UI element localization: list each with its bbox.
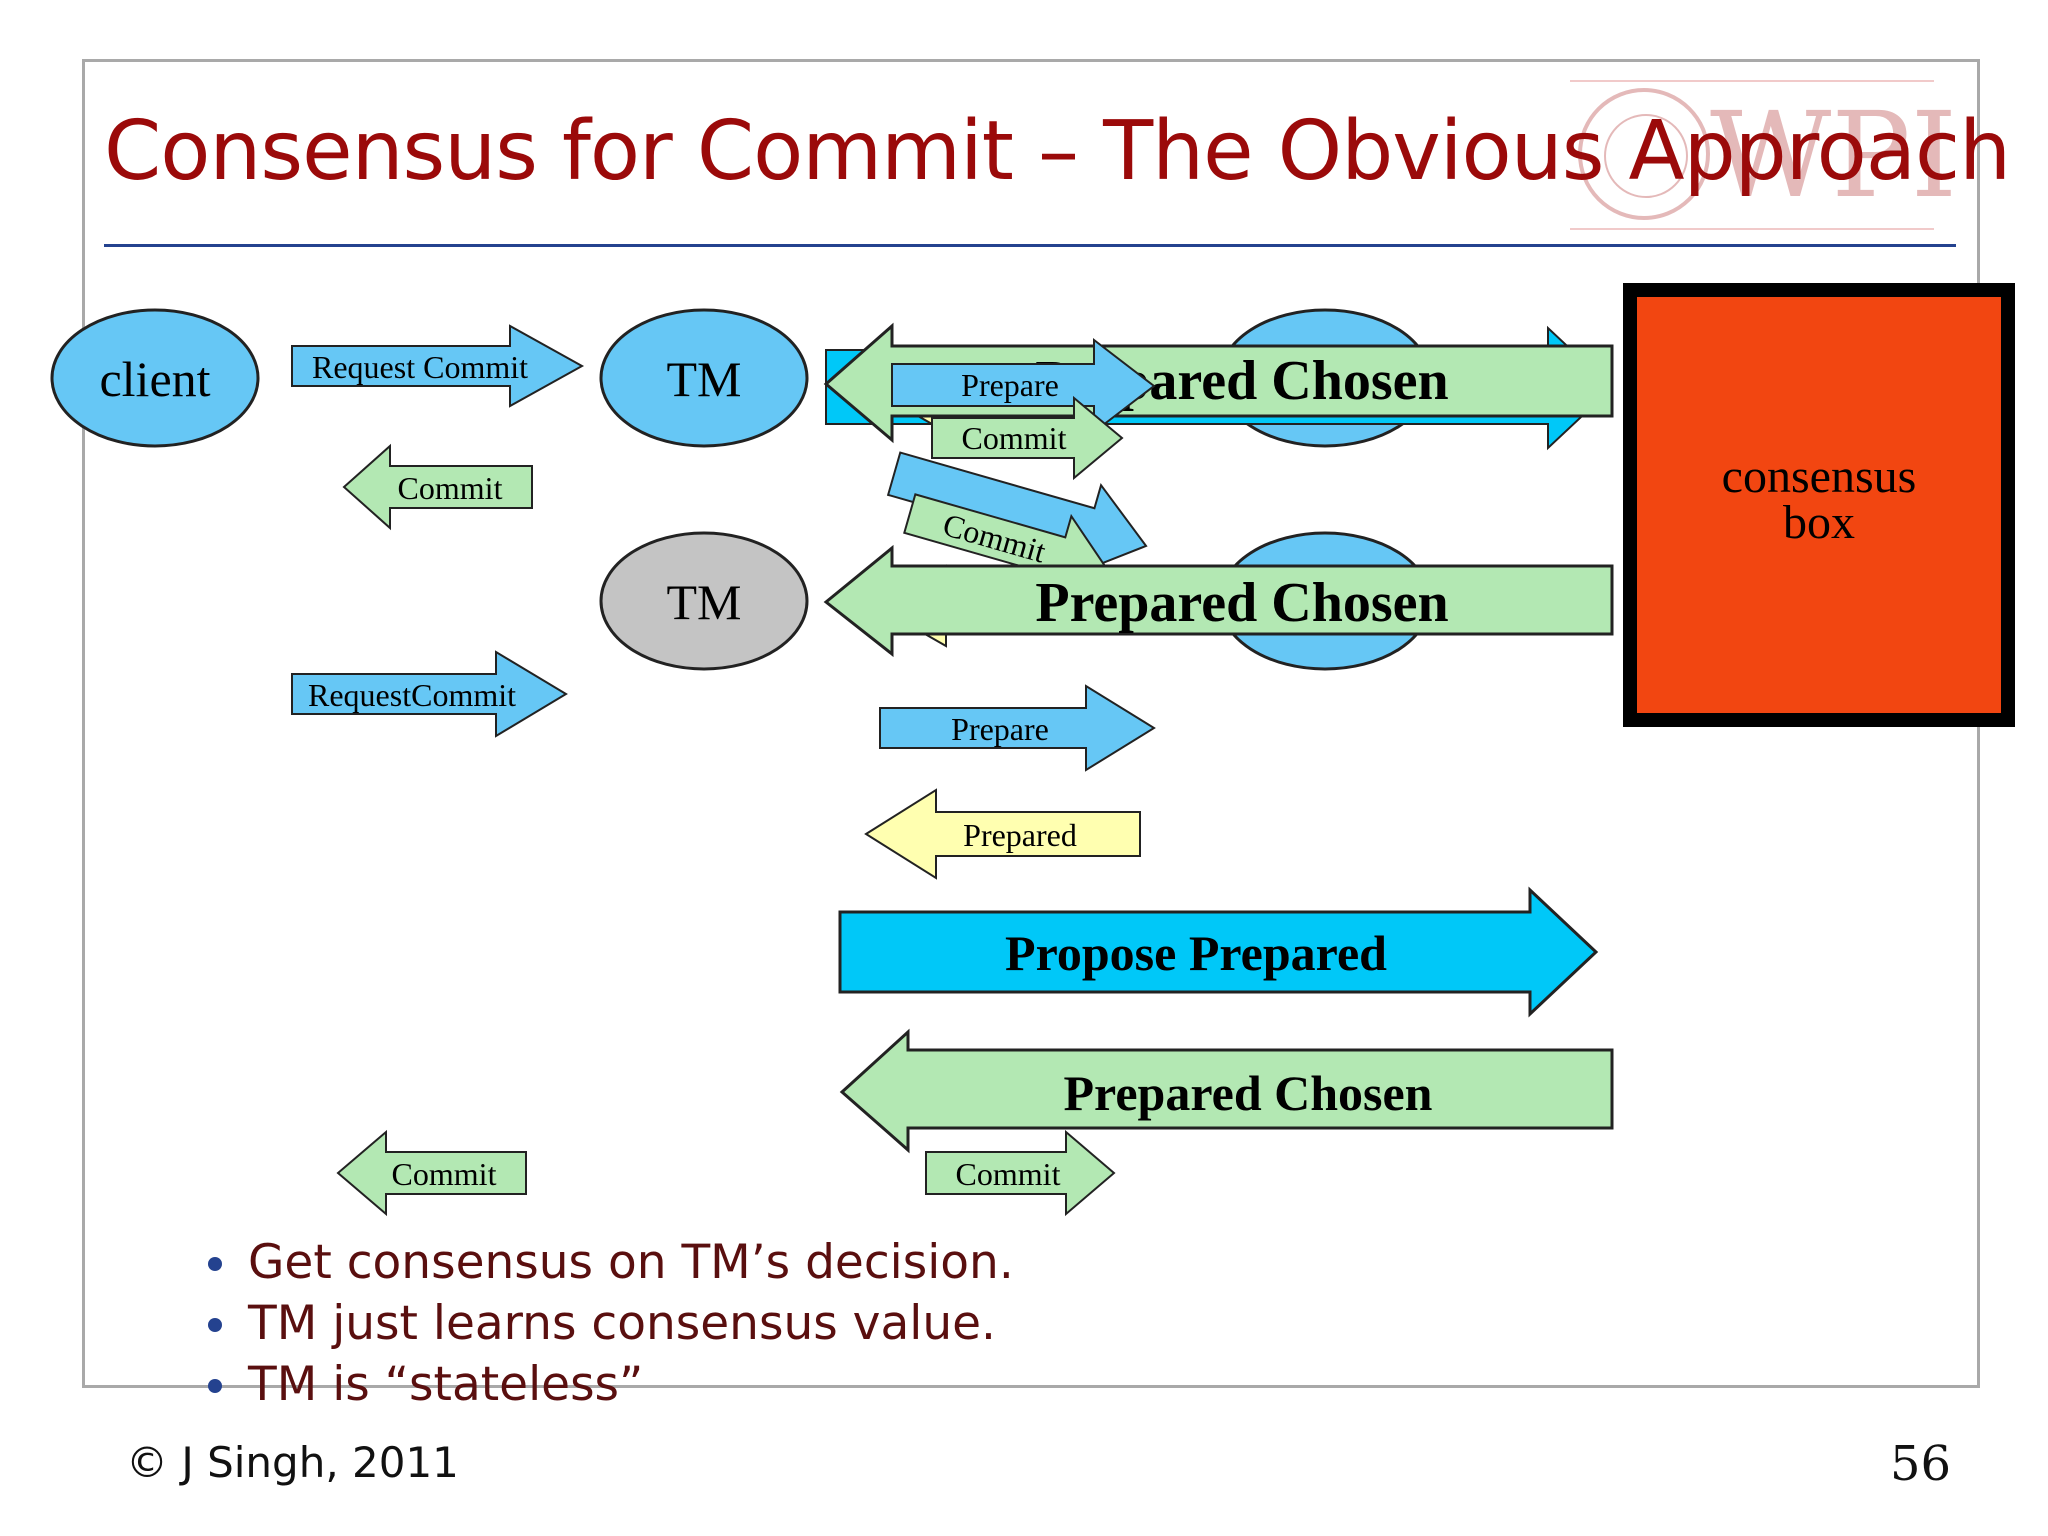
bullet-dot-icon: [208, 1318, 222, 1332]
request-commit-arrow-2: [291, 650, 568, 738]
bullet-item: TM just learns consensus value.: [206, 1293, 1014, 1354]
commit-arrow-client-1: [342, 443, 533, 531]
bullet-text: TM just learns consensus value.: [248, 1296, 996, 1351]
commit-arrow-bottom: [925, 1129, 1116, 1217]
bullet-dot-icon: [208, 1257, 222, 1271]
prepare-arrow-top: [891, 337, 1156, 435]
wpi-logo-text: WPI: [1710, 86, 1958, 224]
prepare-label-top: Prepare: [961, 367, 1059, 403]
prepared-arrow-mid: [864, 788, 1141, 880]
tm-label-stateless: TM: [667, 574, 742, 630]
slide-title: Consensus for Commit – The Obvious Appro…: [104, 104, 2011, 199]
wpi-logo: WPI: [1570, 80, 1957, 230]
bullet-list: Get consensus on TM’s decision. TM just …: [206, 1232, 1014, 1415]
prepared-label-mid: Prepared: [963, 817, 1077, 853]
prepared-chosen-arrow-bottom: [839, 1028, 1614, 1154]
copyright-footer: © J Singh, 2011: [126, 1438, 459, 1487]
propose-prepared-label: Propose Prepared: [1005, 925, 1387, 981]
request-commit-label: Request Commit: [312, 349, 528, 385]
prepare-arrow-mid: [879, 684, 1156, 772]
bullet-item: Get consensus on TM’s decision.: [206, 1232, 1014, 1293]
commit-arrow-top: [931, 395, 1124, 481]
prepared-chosen-label-mid: Prepared Chosen: [1035, 572, 1448, 634]
commit-label-top: Commit: [962, 420, 1067, 456]
commit-label-bottom: Commit: [956, 1156, 1061, 1192]
commit-label-client-2: Commit: [392, 1156, 497, 1192]
bullet-item: TM is “stateless”: [206, 1354, 1014, 1415]
tm-node-active: [599, 308, 809, 448]
prepared-chosen-label-bottom: Prepared Chosen: [1064, 1065, 1433, 1121]
tm-label-active: TM: [667, 351, 742, 407]
client-node: [50, 308, 260, 448]
page-number: 56: [1890, 1436, 1952, 1492]
client-label: client: [99, 351, 210, 407]
title-rule: [104, 244, 1956, 247]
prepared-chosen-arrow-mid: [823, 544, 1614, 658]
propose-prepared-arrow: [838, 886, 1599, 1018]
consensus-box-label-line1: consensus: [1722, 450, 1917, 503]
consensus-box-label-line2: box: [1783, 496, 1855, 549]
commit-arrow-client-2: [336, 1129, 527, 1217]
bullet-dot-icon: [208, 1379, 222, 1393]
tm-node-stateless: [599, 531, 809, 671]
wpi-seal-icon: [1578, 88, 1710, 220]
bullet-text: Get consensus on TM’s decision.: [248, 1235, 1014, 1290]
bullet-text: TM is “stateless”: [248, 1357, 644, 1412]
request-commit-arrow: [291, 324, 585, 408]
consensus-box: [1623, 283, 2015, 727]
request-commit-label-2: RequestCommit: [308, 677, 516, 713]
prepare-label-mid: Prepare: [951, 711, 1049, 747]
prepared-chosen-arrow-top: [823, 322, 1614, 444]
commit-label-client-1: Commit: [398, 470, 503, 506]
